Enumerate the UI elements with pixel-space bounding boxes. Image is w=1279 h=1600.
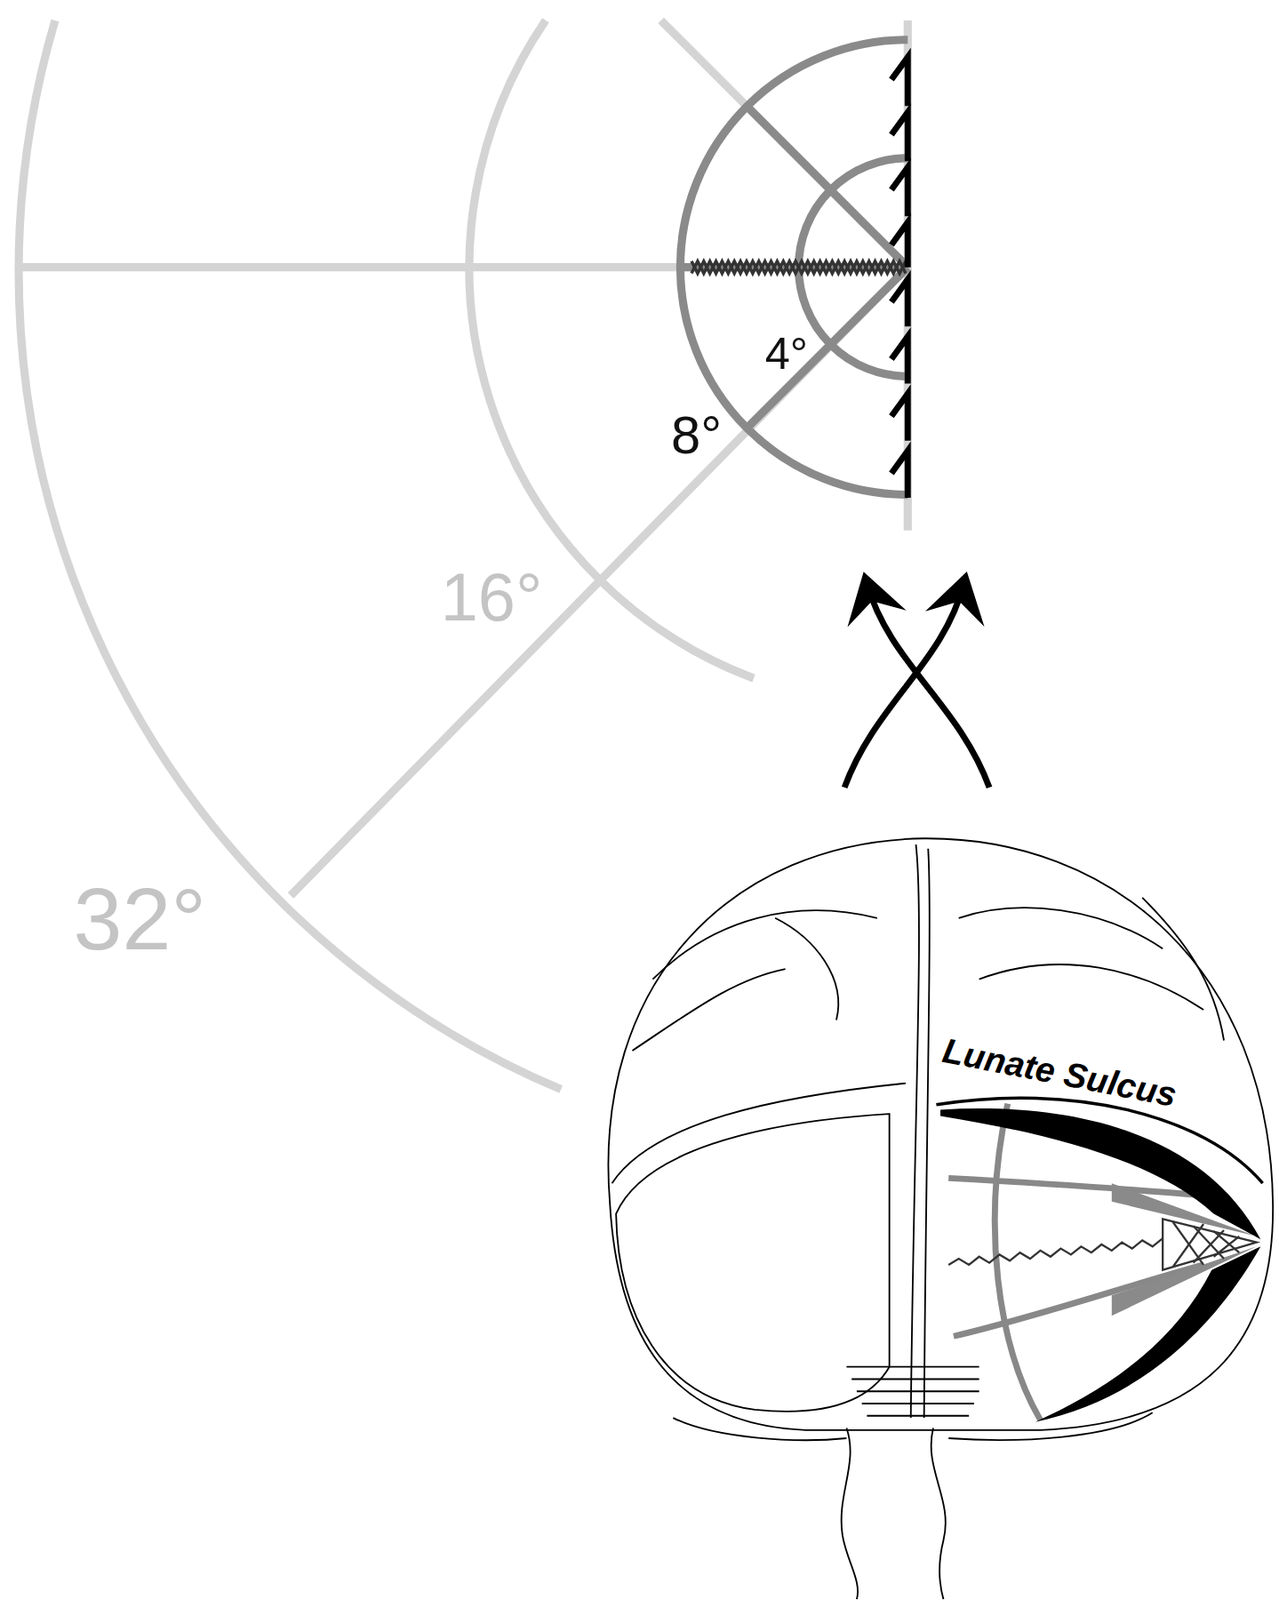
eccentricity-label: 32° bbox=[73, 875, 207, 964]
eccentricity-label: 16° bbox=[440, 562, 544, 631]
eccentricity-label: 4° bbox=[765, 331, 808, 376]
eccentricity-label: 8° bbox=[671, 407, 722, 462]
